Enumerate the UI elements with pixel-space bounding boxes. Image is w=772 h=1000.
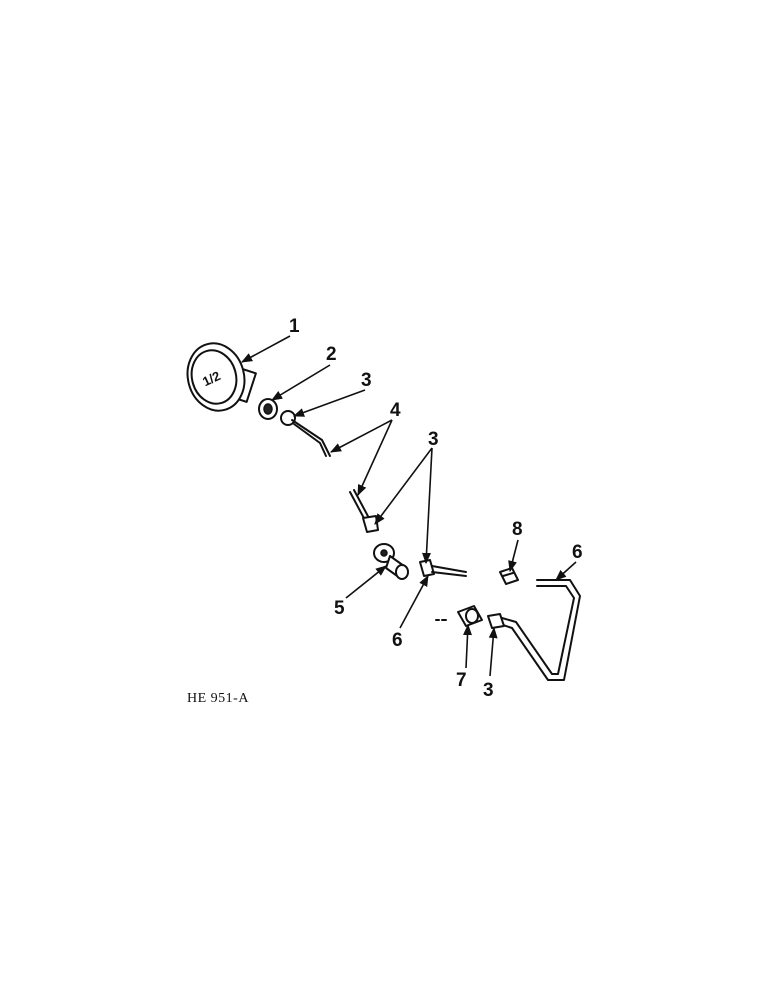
callout-4: 4 — [390, 400, 401, 421]
fitting-part-lower — [487, 613, 505, 629]
callout-3-upper: 3 — [361, 370, 372, 391]
callout-7: 7 — [456, 670, 467, 691]
callout-3-middle: 3 — [428, 429, 439, 450]
fitting-part-upper — [280, 410, 296, 426]
leader-lines — [241, 335, 577, 677]
gauge-face-text: 1/2 — [200, 368, 223, 389]
clip-part — [499, 567, 519, 585]
fitting-part-tube-end — [362, 515, 379, 533]
callout-5: 5 — [334, 598, 345, 619]
callout-3-lower: 3 — [483, 680, 494, 701]
bent-tube-part — [499, 579, 581, 681]
tube-segment-part — [419, 559, 467, 577]
callout-6-right: 6 — [572, 542, 583, 563]
tube-part — [291, 419, 371, 523]
callout-2: 2 — [326, 344, 337, 365]
elbow-part — [373, 543, 409, 580]
nut-part — [258, 398, 278, 420]
callout-1: 1 — [289, 316, 300, 337]
connector-part — [435, 605, 483, 627]
figure-reference: HE 951-A — [187, 691, 249, 706]
gauge-part: 1/2 — [186, 342, 257, 412]
callout-labels: 1 2 3 4 3 8 6 5 6 7 3 — [289, 316, 583, 701]
callout-6-lower: 6 — [392, 630, 403, 651]
callout-8: 8 — [512, 519, 523, 540]
